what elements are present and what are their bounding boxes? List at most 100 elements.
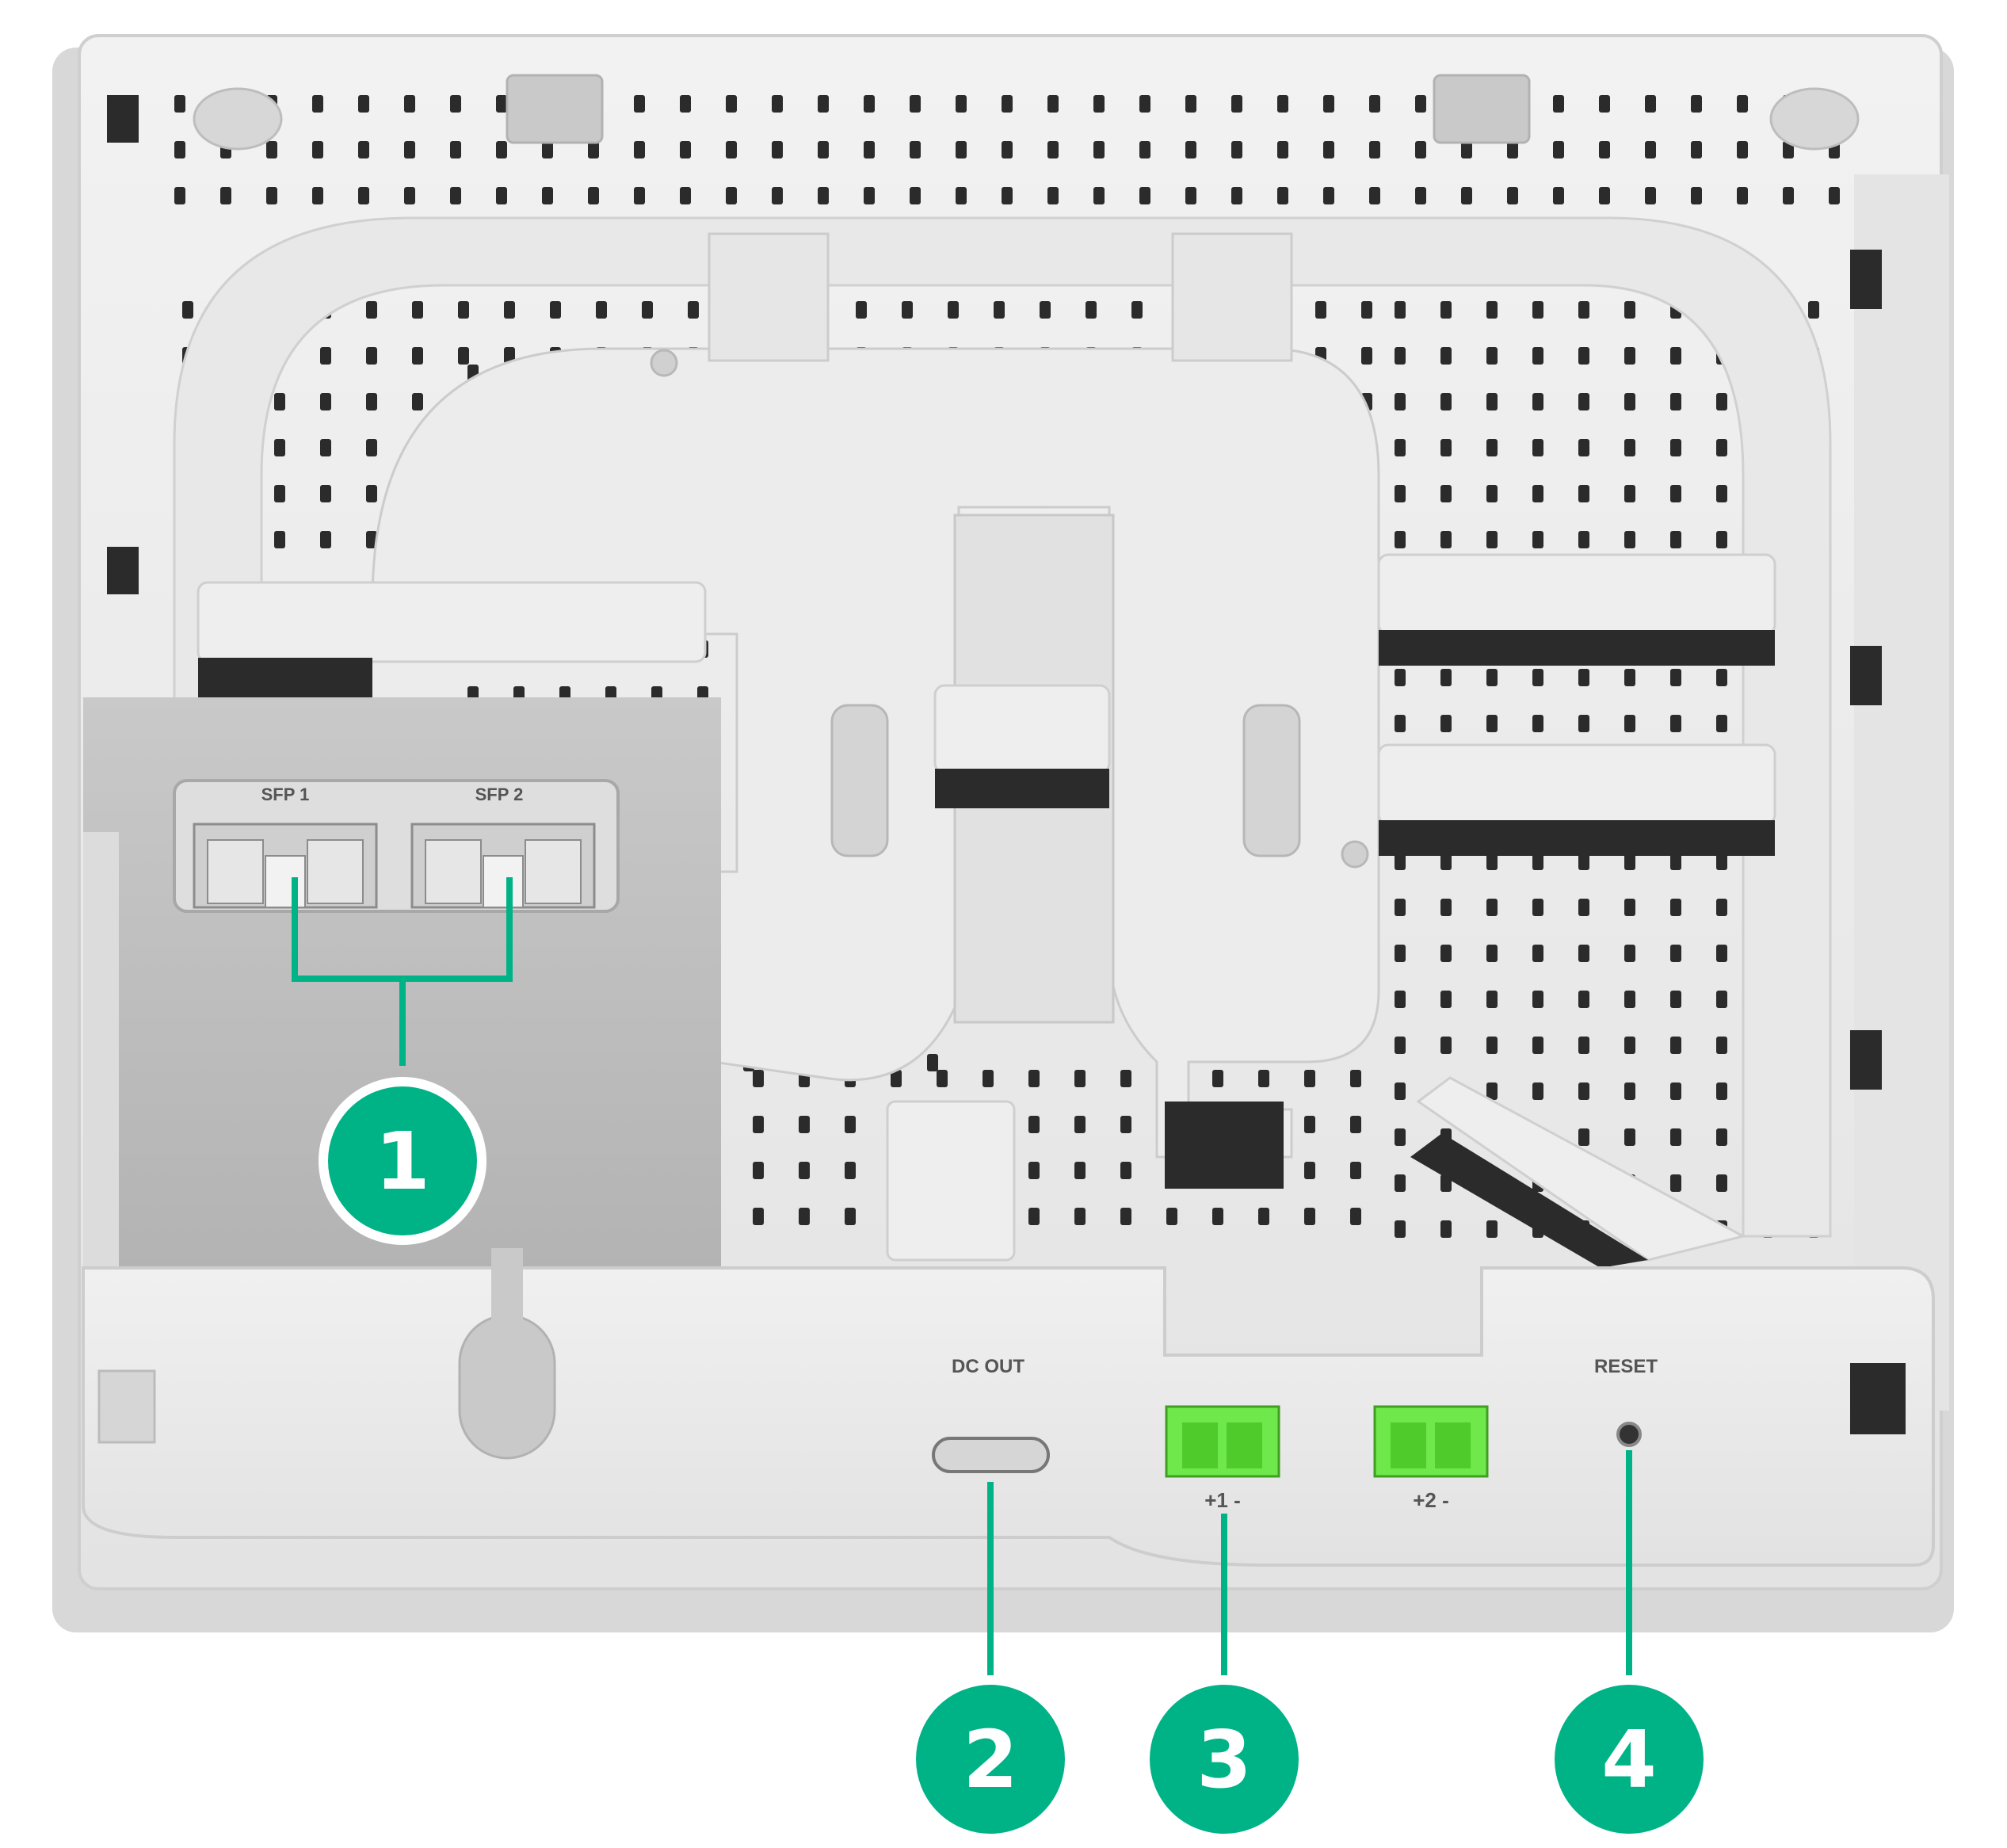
vent-hole [680, 141, 691, 158]
vent-hole [956, 95, 967, 113]
vent-hole [753, 1208, 764, 1225]
reset-button[interactable] [1616, 1422, 1642, 1447]
vent-hole [1624, 393, 1635, 410]
vent-hole [1440, 945, 1452, 962]
vent-hole [266, 187, 277, 204]
vent-hole [680, 95, 691, 113]
vent-hole [634, 141, 645, 158]
vent-hole [902, 301, 913, 319]
vent-hole [496, 141, 507, 158]
vent-hole [910, 187, 921, 204]
vent-hole [1624, 301, 1635, 319]
vent-hole [312, 141, 323, 158]
vent-hole [1231, 141, 1242, 158]
vent-hole [404, 141, 415, 158]
vent-hole [1532, 485, 1543, 502]
vent-hole [1002, 95, 1013, 113]
vent-hole [1415, 95, 1426, 113]
vent-hole [1737, 95, 1748, 113]
vent-hole [864, 187, 875, 204]
vent-hole [1350, 1208, 1361, 1225]
vent-hole [1028, 1116, 1040, 1133]
vent-hole [1486, 945, 1498, 962]
vent-hole [642, 301, 653, 319]
vent-hole [726, 141, 737, 158]
vent-hole [1277, 187, 1288, 204]
vent-hole [1395, 1174, 1406, 1192]
vent-hole [320, 485, 331, 502]
vent-hole [404, 187, 415, 204]
vent-hole [1716, 531, 1727, 548]
vent-hole [1737, 187, 1748, 204]
vent-hole [1486, 899, 1498, 916]
sfp-port-1[interactable]: SFP 1 [193, 785, 378, 909]
vent-hole [1624, 669, 1635, 686]
vent-hole [1578, 899, 1589, 916]
vent-hole [1532, 899, 1543, 916]
vent-hole [753, 1070, 764, 1087]
vent-hole [366, 347, 377, 365]
vent-hole [1350, 1116, 1361, 1133]
vent-hole [1670, 1082, 1681, 1100]
vent-hole [1670, 1128, 1681, 1146]
vent-hole [1507, 187, 1518, 204]
vent-hole [182, 301, 193, 319]
vent-hole [688, 301, 699, 319]
vent-hole [1074, 1208, 1086, 1225]
vent-hole [1624, 1082, 1635, 1100]
vent-hole [1808, 301, 1819, 319]
vent-hole [1553, 187, 1564, 204]
vent-hole [174, 187, 185, 204]
vent-hole [845, 1208, 856, 1225]
terminal-block-1[interactable] [1165, 1405, 1280, 1478]
vent-hole [1624, 1037, 1635, 1054]
vent-hole [910, 141, 921, 158]
vent-hole [450, 141, 461, 158]
vent-hole [1716, 669, 1727, 686]
vent-hole [588, 187, 599, 204]
vent-hole [1047, 95, 1059, 113]
sfp-port-2[interactable]: SFP 2 [410, 785, 596, 909]
vent-hole [1599, 141, 1610, 158]
vent-hole [1670, 531, 1681, 548]
callout-2: 2 [906, 1675, 1074, 1843]
vent-hole [1645, 141, 1656, 158]
vent-hole [1670, 945, 1681, 962]
vent-hole [1185, 187, 1196, 204]
vent-hole [1532, 393, 1543, 410]
vent-hole [496, 187, 507, 204]
vent-hole [1624, 485, 1635, 502]
vent-hole [1578, 1128, 1589, 1146]
callout-2-number: 2 [963, 1713, 1018, 1806]
sfp-1-label: SFP 1 [261, 785, 310, 804]
vent-hole [845, 1116, 856, 1133]
vent-hole [1624, 899, 1635, 916]
vent-hole [1716, 393, 1727, 410]
dc-out-port[interactable] [932, 1437, 1050, 1473]
vent-hole [1486, 485, 1498, 502]
vent-hole [1028, 1070, 1040, 1087]
vent-hole [1532, 669, 1543, 686]
vent-hole [1578, 347, 1589, 365]
vent-hole [818, 141, 829, 158]
vent-hole [1624, 945, 1635, 962]
vent-hole [856, 301, 867, 319]
vent-hole [1395, 1082, 1406, 1100]
vent-hole [550, 301, 561, 319]
vent-hole [1670, 899, 1681, 916]
vent-hole [1532, 945, 1543, 962]
vent-hole [1440, 715, 1452, 732]
vent-hole [366, 301, 377, 319]
vent-hole [358, 187, 369, 204]
vent-hole [274, 393, 285, 410]
vent-hole [1691, 95, 1702, 113]
vent-hole [274, 439, 285, 456]
vent-hole [1716, 899, 1727, 916]
vent-hole [1395, 347, 1406, 365]
vent-hole [1645, 187, 1656, 204]
vent-hole [1369, 95, 1380, 113]
terminal-block-2[interactable] [1373, 1405, 1489, 1478]
vent-hole [1074, 1162, 1086, 1179]
vent-hole [1120, 1116, 1131, 1133]
